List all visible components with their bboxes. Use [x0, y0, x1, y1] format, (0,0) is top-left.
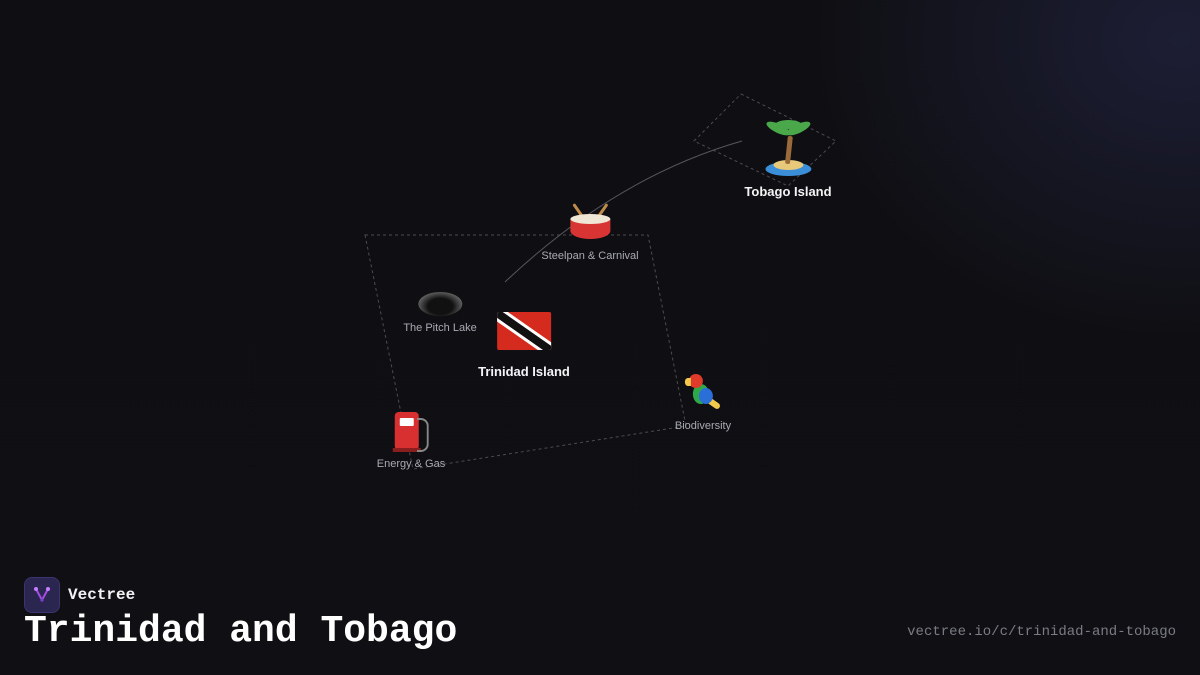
hole-icon	[418, 292, 462, 316]
drum-icon	[568, 202, 612, 244]
brand-name: Vectree	[68, 586, 136, 604]
node-label: The Pitch Lake	[403, 322, 477, 334]
group-connector-edge	[504, 140, 743, 283]
parrot-icon	[683, 372, 723, 414]
node-pitch-lake[interactable]: The Pitch Lake	[403, 286, 477, 334]
node-label: Steelpan & Carnival	[541, 250, 639, 262]
node-energy-gas[interactable]: Energy & Gas	[377, 410, 445, 470]
node-trinidad-island[interactable]: Trinidad Island	[478, 312, 570, 379]
brand[interactable]: Vectree	[24, 577, 135, 613]
node-tobago-island[interactable]: Tobago Island	[744, 118, 832, 199]
page-url[interactable]: vectree.io/c/trinidad-and-tobago	[907, 624, 1176, 640]
node-biodiversity[interactable]: Biodiversity	[675, 372, 731, 432]
vectree-logo-icon	[24, 577, 60, 613]
node-label: Energy & Gas	[376, 458, 446, 470]
palm-island-icon	[761, 118, 815, 176]
trinidad-tobago-flag-icon	[497, 312, 551, 350]
node-label: Trinidad Island	[478, 364, 570, 379]
node-steelpan-carnival[interactable]: Steelpan & Carnival	[541, 202, 639, 262]
node-label: Tobago Island	[744, 184, 832, 199]
node-label: Biodiversity	[674, 420, 732, 432]
fuel-pump-icon	[391, 410, 431, 452]
page-title: Trinidad and Tobago	[24, 610, 458, 653]
